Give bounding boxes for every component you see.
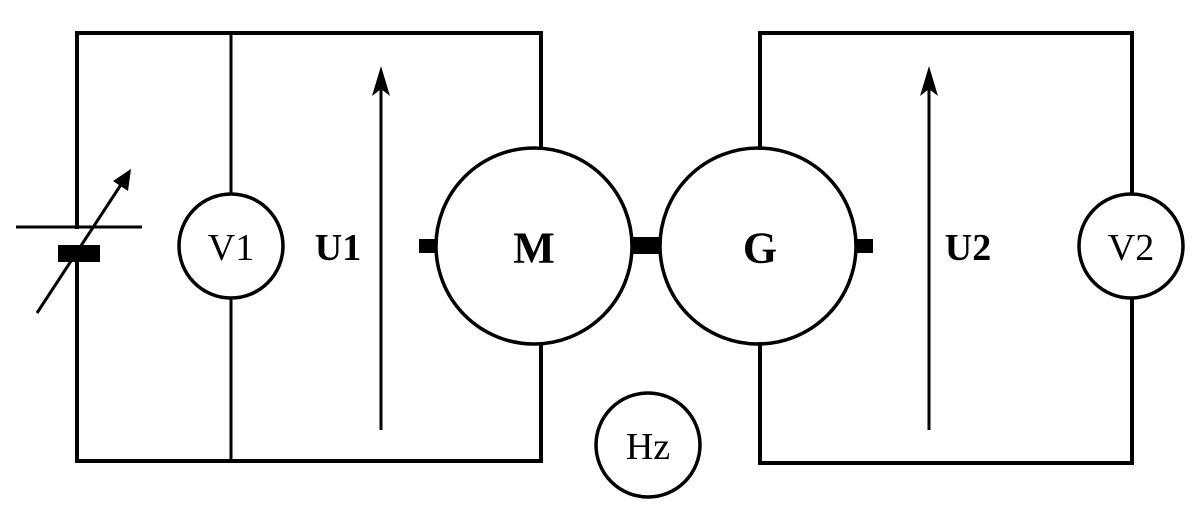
voltage-arrow-u1: U1	[315, 66, 390, 430]
u2-arrowhead-icon	[920, 66, 938, 96]
motor-machine: M	[419, 146, 634, 346]
generator-label: G	[743, 224, 777, 273]
motor-left-terminal	[419, 239, 436, 253]
u1-label: U1	[315, 227, 361, 269]
u1-arrowhead-icon	[372, 66, 390, 96]
primary-circuit: V1 U1	[16, 31, 543, 463]
frequency-meter: Hz	[594, 391, 702, 499]
source-variable-arrow-line	[35, 179, 126, 314]
voltmeter-v1: V1	[177, 192, 285, 300]
shaft-coupling	[632, 237, 661, 254]
voltmeter-v1-circle	[177, 192, 285, 300]
motor-label: M	[513, 224, 555, 273]
u2-label: U2	[945, 227, 991, 269]
voltmeter-v2-label: V2	[1108, 227, 1154, 269]
voltage-arrow-u2: U2	[920, 66, 991, 430]
secondary-top-wire	[758, 31, 1134, 196]
generator-machine: G	[658, 146, 873, 346]
primary-top-wire	[75, 31, 543, 229]
frequency-meter-label: Hz	[626, 426, 670, 468]
voltmeter-v2-circle	[1077, 192, 1185, 300]
variable-source-symbol	[16, 169, 142, 314]
source-variable-arrowhead-icon	[113, 169, 131, 191]
secondary-bottom-wire	[758, 296, 1134, 465]
primary-bottom-wire	[75, 260, 543, 463]
secondary-circuit: U2 V2	[758, 31, 1185, 465]
generator-right-terminal	[856, 239, 873, 253]
voltmeter-v1-label: V1	[208, 227, 254, 269]
voltmeter-v2: V2	[1077, 192, 1185, 300]
source-short-plate	[58, 245, 100, 262]
frequency-meter-circle	[594, 391, 702, 499]
